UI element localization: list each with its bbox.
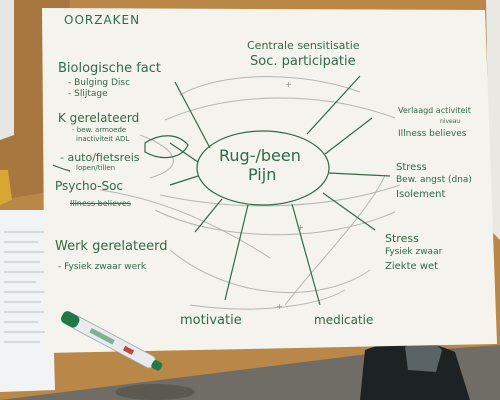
plus-mark: + bbox=[297, 223, 304, 232]
node-verlaagd-line1: Verlaagd activiteit bbox=[398, 106, 471, 115]
spoke-sensitisatie bbox=[306, 75, 361, 135]
node-gerelateerd-title: K gerelateerd bbox=[58, 111, 140, 125]
shoe-shape bbox=[360, 341, 470, 400]
node-stress-low-line1: Stress bbox=[385, 232, 419, 245]
curve-5 bbox=[169, 249, 371, 294]
node-psycho: Psycho-Soc bbox=[55, 179, 124, 193]
green-links bbox=[52, 75, 391, 306]
marker-label-stripe bbox=[89, 327, 115, 345]
spoke-medicatie bbox=[291, 203, 321, 306]
spoke-motivatie bbox=[224, 204, 249, 301]
node-stress-mid-line1: Stress bbox=[396, 162, 427, 173]
node-centrale-line1: Centrale sensitisatie bbox=[247, 39, 360, 52]
plus-marks: + + + bbox=[276, 80, 304, 311]
marker-red-dot bbox=[122, 345, 135, 355]
spoke-werk bbox=[194, 198, 223, 233]
center-line2: Pijn bbox=[248, 165, 277, 184]
curve-9 bbox=[99, 189, 271, 259]
tick bbox=[52, 164, 71, 172]
node-stress-low-line2: Fysiek zwaar bbox=[385, 247, 443, 257]
shoe-highlight bbox=[405, 342, 442, 372]
center-line1: Rug-/been bbox=[219, 146, 301, 165]
spoke-psycho bbox=[169, 175, 199, 186]
plus-mark: + bbox=[285, 80, 292, 89]
node-gerelateerd-item4: lopen/tillen bbox=[76, 164, 116, 172]
spoke-gerelateerd bbox=[169, 142, 199, 163]
node-verlaagd-line3: Illness believes bbox=[398, 129, 467, 139]
spoke-biologisch bbox=[174, 81, 211, 149]
node-stress-mid-line3: Isolement bbox=[396, 189, 446, 200]
node-gerelateerd-item3: - auto/fietsreis bbox=[60, 151, 140, 164]
curve-7 bbox=[284, 174, 386, 306]
yellow-note bbox=[0, 170, 12, 205]
marker-cap bbox=[61, 311, 80, 328]
left-paper-stack bbox=[0, 210, 55, 392]
spoke-stress-low bbox=[322, 192, 376, 231]
marker-end-cap bbox=[151, 360, 163, 371]
spoke-stress-mid bbox=[328, 172, 391, 177]
node-verlaagd-line2: niveau bbox=[440, 118, 461, 125]
spoke-verlaagd bbox=[324, 117, 373, 155]
node-werk-item1: - Fysiek zwaar werk bbox=[58, 262, 147, 272]
node-motivatie: motivatie bbox=[180, 313, 242, 328]
node-biologisch-item1: - Bulging Disc bbox=[68, 78, 131, 88]
node-stress-low-line3: Ziekte wet bbox=[385, 261, 439, 272]
node-biologisch-item2: - Slijtage bbox=[68, 89, 108, 99]
small-loop bbox=[144, 135, 189, 159]
node-centrale-line2: Soc. participatie bbox=[250, 54, 356, 69]
node-gerelateerd-item1: - bew. armoede bbox=[72, 126, 127, 134]
poster-paper bbox=[42, 8, 497, 353]
node-illness-struck: Illness believes bbox=[70, 199, 131, 208]
node-biologisch-title: Biologische fact bbox=[58, 61, 161, 76]
curve-3 bbox=[159, 184, 401, 207]
center-ellipse bbox=[196, 130, 330, 206]
node-gerelateerd-item2: inactiviteit ADL bbox=[76, 135, 130, 143]
green-marker bbox=[61, 311, 163, 371]
poster-title: OORZAKEN bbox=[64, 13, 141, 27]
plus-mark: + bbox=[276, 302, 283, 311]
left-paper-text-lines bbox=[4, 231, 45, 343]
curve-6 bbox=[189, 289, 346, 310]
floor-shadow bbox=[115, 384, 195, 400]
node-werk-title: Werk gerelateerd bbox=[55, 239, 168, 254]
node-medicatie: medicatie bbox=[314, 313, 374, 327]
node-stress-mid-line2: Bew. angst (dna) bbox=[396, 175, 472, 185]
left-top-paper bbox=[0, 0, 14, 140]
curve-1 bbox=[179, 76, 361, 96]
